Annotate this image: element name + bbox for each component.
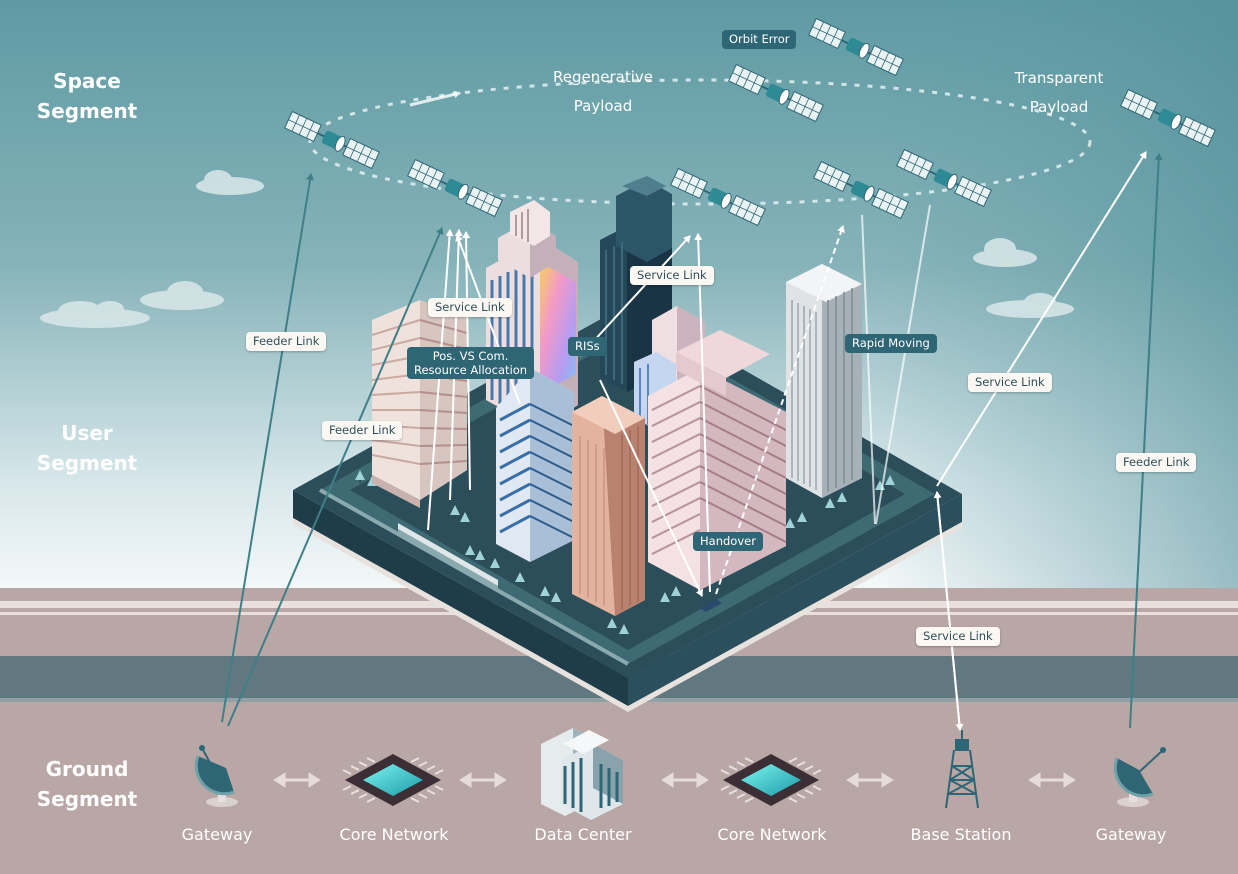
gateway-label: Gateway (1095, 825, 1167, 844)
service-link-tag: Service Link (630, 266, 714, 285)
orbit-path (308, 78, 1092, 206)
feeder-link-tag: Feeder Link (1116, 453, 1197, 472)
service-link-tag: Service Link (428, 298, 512, 317)
ris-tag: RISs (568, 337, 607, 356)
service-link-tag: Service Link (916, 627, 1000, 646)
gateway-label: Gateway (181, 825, 253, 844)
handover-tag: Handover (693, 532, 763, 551)
car (700, 599, 722, 612)
feeder-link-tag: Feeder Link (246, 332, 327, 351)
clouds (40, 170, 1074, 328)
rapid-moving-tag: Rapid Moving (845, 334, 937, 353)
feeder-link-tag: Feeder Link (322, 421, 403, 440)
data-center-label: Data Center (534, 825, 632, 844)
train (398, 523, 498, 590)
ris-panel (540, 262, 576, 394)
core-network-label: Core Network (717, 825, 827, 844)
resource-allocation-tag: Pos. VS Com.Resource Allocation (407, 347, 535, 379)
ground-icons (194, 728, 1166, 820)
service-link-tag: Service Link (968, 373, 1052, 392)
core-network-label: Core Network (339, 825, 449, 844)
base-station-label: Base Station (910, 825, 1012, 844)
orbit-error-tag: Orbit Error (722, 30, 797, 49)
